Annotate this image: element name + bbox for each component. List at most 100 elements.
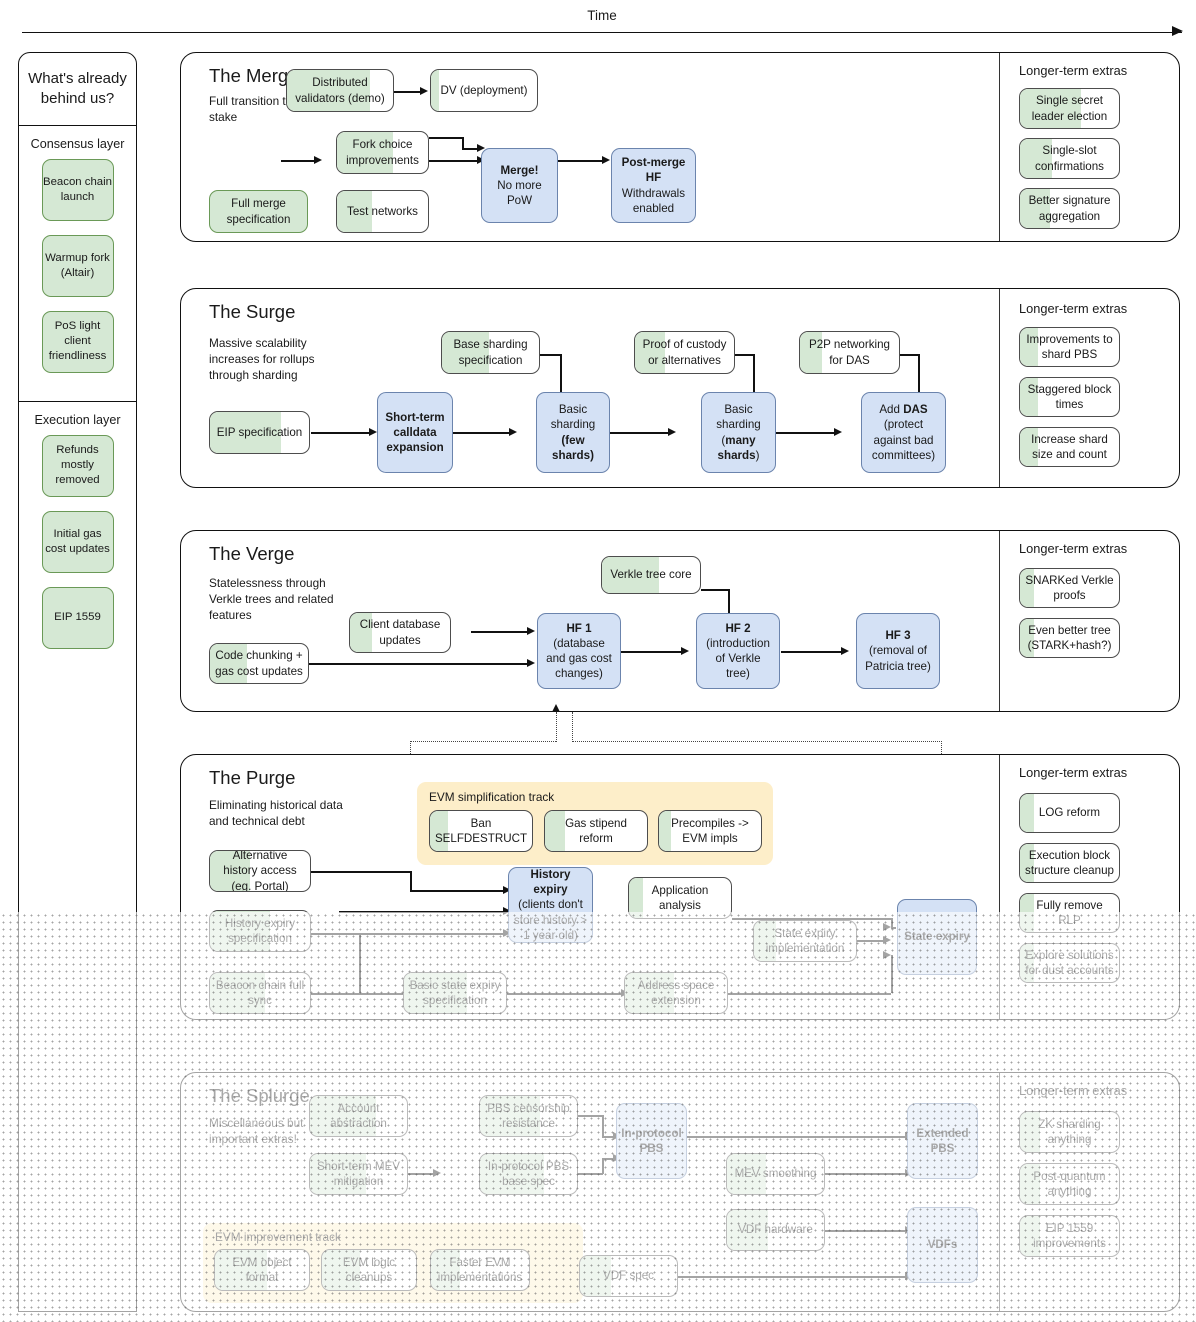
extra-zk-sharding-anything[interactable]: ZK sharding anything: [1019, 1111, 1120, 1153]
node-code-chunking-gas-cost-updates[interactable]: Code chunking + gas cost updates: [209, 643, 309, 684]
connector: [728, 589, 730, 617]
node-label: PBS censorship resistance: [487, 1101, 570, 1130]
extras-title-purge: Longer-term extras: [1019, 765, 1128, 780]
connector: [602, 1158, 604, 1174]
extra-execution-block-structure-cleanup[interactable]: Execution block structure cleanup: [1019, 843, 1120, 883]
connector: [610, 432, 668, 434]
phase-title-splurge: The Splurge: [209, 1085, 310, 1106]
panel-divider: [999, 53, 1000, 241]
arrow-head-icon: [314, 156, 322, 164]
node-gas-stipend-reform[interactable]: Gas stipend reform: [544, 810, 648, 852]
node-account-abstraction[interactable]: Account abstraction: [309, 1095, 408, 1137]
node-evm-object-format[interactable]: EVM object format: [214, 1249, 310, 1291]
connector: [309, 663, 529, 665]
sidebar-heading: What's already behind us?: [19, 53, 136, 126]
extra-fully-remove-rlp[interactable]: Fully remove RLP: [1019, 893, 1120, 933]
node-alternative-history-access[interactable]: Alternative history access (eg. Portal): [209, 850, 311, 892]
extra-snarked-verkle-proofs[interactable]: SNARKed Verkle proofs: [1019, 568, 1120, 608]
sidebar-item-initial-gas-cost-updates[interactable]: Initial gas cost updates: [41, 510, 114, 573]
node-vdf-spec[interactable]: VDF spec: [579, 1255, 678, 1297]
node-client-database-updates[interactable]: Client database updates: [349, 612, 451, 653]
sidebar-item-warmup-fork-altair[interactable]: Warmup fork (Altair): [41, 234, 114, 297]
extra-even-better-tree[interactable]: Even better tree (STARK+hash?): [1019, 618, 1120, 658]
node-basic-state-expiry-specification[interactable]: Basic state expiry specification: [403, 972, 507, 1014]
node-application-analysis[interactable]: Application analysis: [628, 877, 732, 919]
phase-subtitle-verge: Statelessness through Verkle trees and r…: [209, 576, 334, 623]
extra-label: EIP 1559 improvements: [1033, 1221, 1106, 1250]
node-mev-smoothing[interactable]: MEV smoothing: [726, 1153, 825, 1195]
node-distributed-validators[interactable]: Distributed validators (demo): [286, 69, 394, 112]
node-p2p-networking-for-das[interactable]: P2P networking for DAS: [799, 331, 900, 374]
extra-increase-shard-size-and-count[interactable]: Increase shard size and count: [1019, 427, 1120, 467]
node-in-protocol-pbs-base-spec[interactable]: In-protocol PBS base spec: [479, 1153, 578, 1195]
node-beacon-chain-full-sync[interactable]: Beacon chain full sync: [209, 972, 311, 1014]
extra-log-reform[interactable]: LOG reform: [1019, 793, 1120, 833]
connector: [462, 137, 464, 149]
sidebar-section-execution: Execution layer Refunds mostly removed I…: [19, 402, 136, 677]
node-label: Account abstraction: [330, 1101, 387, 1130]
sidebar-item-pos-light-client-friendliness[interactable]: PoS light client friendliness: [41, 310, 114, 373]
extra-explore-solutions-for-dust-accounts[interactable]: Explore solutions for dust accounts: [1019, 943, 1120, 983]
sidebar-item-refunds-mostly-removed[interactable]: Refunds mostly removed: [41, 434, 114, 497]
node-base-sharding-specification[interactable]: Base sharding specification: [441, 331, 540, 374]
node-vdfs[interactable]: VDFs: [907, 1207, 978, 1283]
extra-single-secret-leader-election[interactable]: Single secret leader election: [1019, 88, 1120, 129]
node-test-networks[interactable]: Test networks: [336, 190, 429, 233]
node-address-space-extension[interactable]: Address space extension: [624, 972, 728, 1014]
phase-panel-merge: The Merge Full transition to proof of st…: [180, 52, 1180, 242]
extra-post-quantum-anything[interactable]: Post-quantum anything: [1019, 1163, 1120, 1205]
panel-divider: [999, 755, 1000, 1019]
connector: [491, 993, 626, 995]
extra-staggered-block-times[interactable]: Staggered block times: [1019, 377, 1120, 417]
node-ban-selfdestruct[interactable]: Ban SELFDESTRUCT: [429, 810, 533, 852]
connector: [410, 890, 505, 892]
evm-improvement-track-label: EVM improvement track: [215, 1230, 341, 1244]
progress-fill: [629, 878, 644, 918]
node-proof-of-custody[interactable]: Proof of custody or alternatives: [634, 331, 735, 374]
node-eip-specification[interactable]: EIP specification: [209, 411, 310, 454]
node-state-expiry[interactable]: State expiry: [897, 899, 977, 975]
node-state-expiry-implementation[interactable]: State expiry implementation: [753, 920, 857, 962]
node-history-expiry-specification[interactable]: History expiry specification: [209, 910, 311, 952]
connector: [311, 432, 371, 434]
node-vdf-hardware[interactable]: VDF hardware: [726, 1209, 825, 1251]
node-fork-choice-improvements[interactable]: Fork choice improvements: [336, 131, 429, 174]
progress-fill: [210, 644, 248, 683]
extra-better-signature-aggregation[interactable]: Better signature aggregation: [1019, 188, 1120, 229]
node-faster-evm-implementations[interactable]: Faster EVM implementations: [430, 1249, 530, 1291]
node-label: State expiry: [904, 930, 970, 944]
extra-single-slot-confirmations[interactable]: Single-slot confirmations: [1019, 138, 1120, 179]
node-short-term-mev-mitigation[interactable]: Short-term MEV mitigation: [309, 1153, 408, 1195]
node-verkle-tree-core[interactable]: Verkle tree core: [601, 556, 701, 594]
phase-panel-verge: The Verge Statelessness through Verkle t…: [180, 530, 1180, 712]
sidebar-item-beacon-chain-launch[interactable]: Beacon chain launch: [41, 158, 114, 221]
node-precompiles-to-evm-impls[interactable]: Precompiles -> EVM impls: [658, 810, 762, 852]
phase-subtitle-surge: Massive scalability increases for rollup…: [209, 336, 315, 383]
extra-improvements-to-shard-pbs[interactable]: Improvements to shard PBS: [1019, 327, 1120, 367]
extra-label: Single secret leader election: [1031, 94, 1108, 123]
node-dv-deployment[interactable]: DV (deployment): [430, 69, 538, 112]
node-full-merge-specification[interactable]: Full merge specification: [209, 190, 308, 233]
node-pbs-censorship-resistance[interactable]: PBS censorship resistance: [479, 1095, 578, 1137]
cross-panel-connector: [556, 712, 557, 742]
extra-eip-1559-improvements[interactable]: EIP 1559 improvements: [1019, 1215, 1120, 1257]
extra-label: SNARKed Verkle proofs: [1025, 573, 1114, 602]
sidebar-item-eip-1559[interactable]: EIP 1559: [41, 586, 114, 649]
arrow-head-icon: [433, 1169, 441, 1177]
progress-fill: [1020, 428, 1038, 466]
node-evm-logic-cleanups[interactable]: EVM logic cleanups: [321, 1249, 417, 1291]
